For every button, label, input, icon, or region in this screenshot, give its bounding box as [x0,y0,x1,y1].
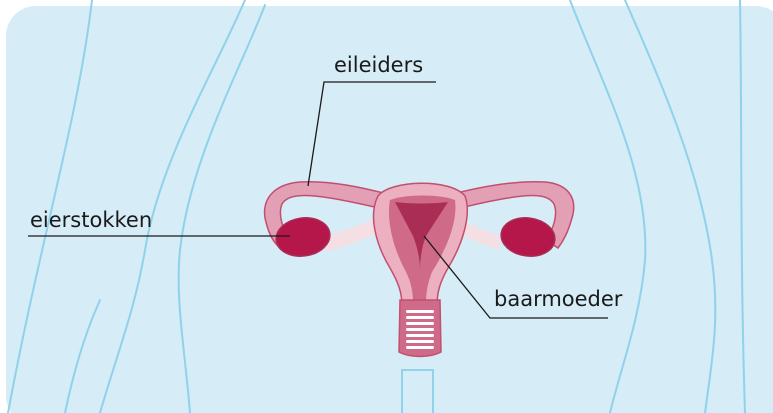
cervix-stripe [406,328,434,331]
cervix-stripe [406,340,434,343]
label-eierstokken: eierstokken [30,208,152,232]
cervix-stripe [406,316,434,319]
cervix-stripe [406,346,434,349]
label-baarmoeder: baarmoeder [494,287,623,311]
cervix-stripe [406,322,434,325]
cervix-stripe [406,334,434,337]
cervix-stripe [406,310,434,313]
label-eileiders: eileiders [334,53,423,77]
